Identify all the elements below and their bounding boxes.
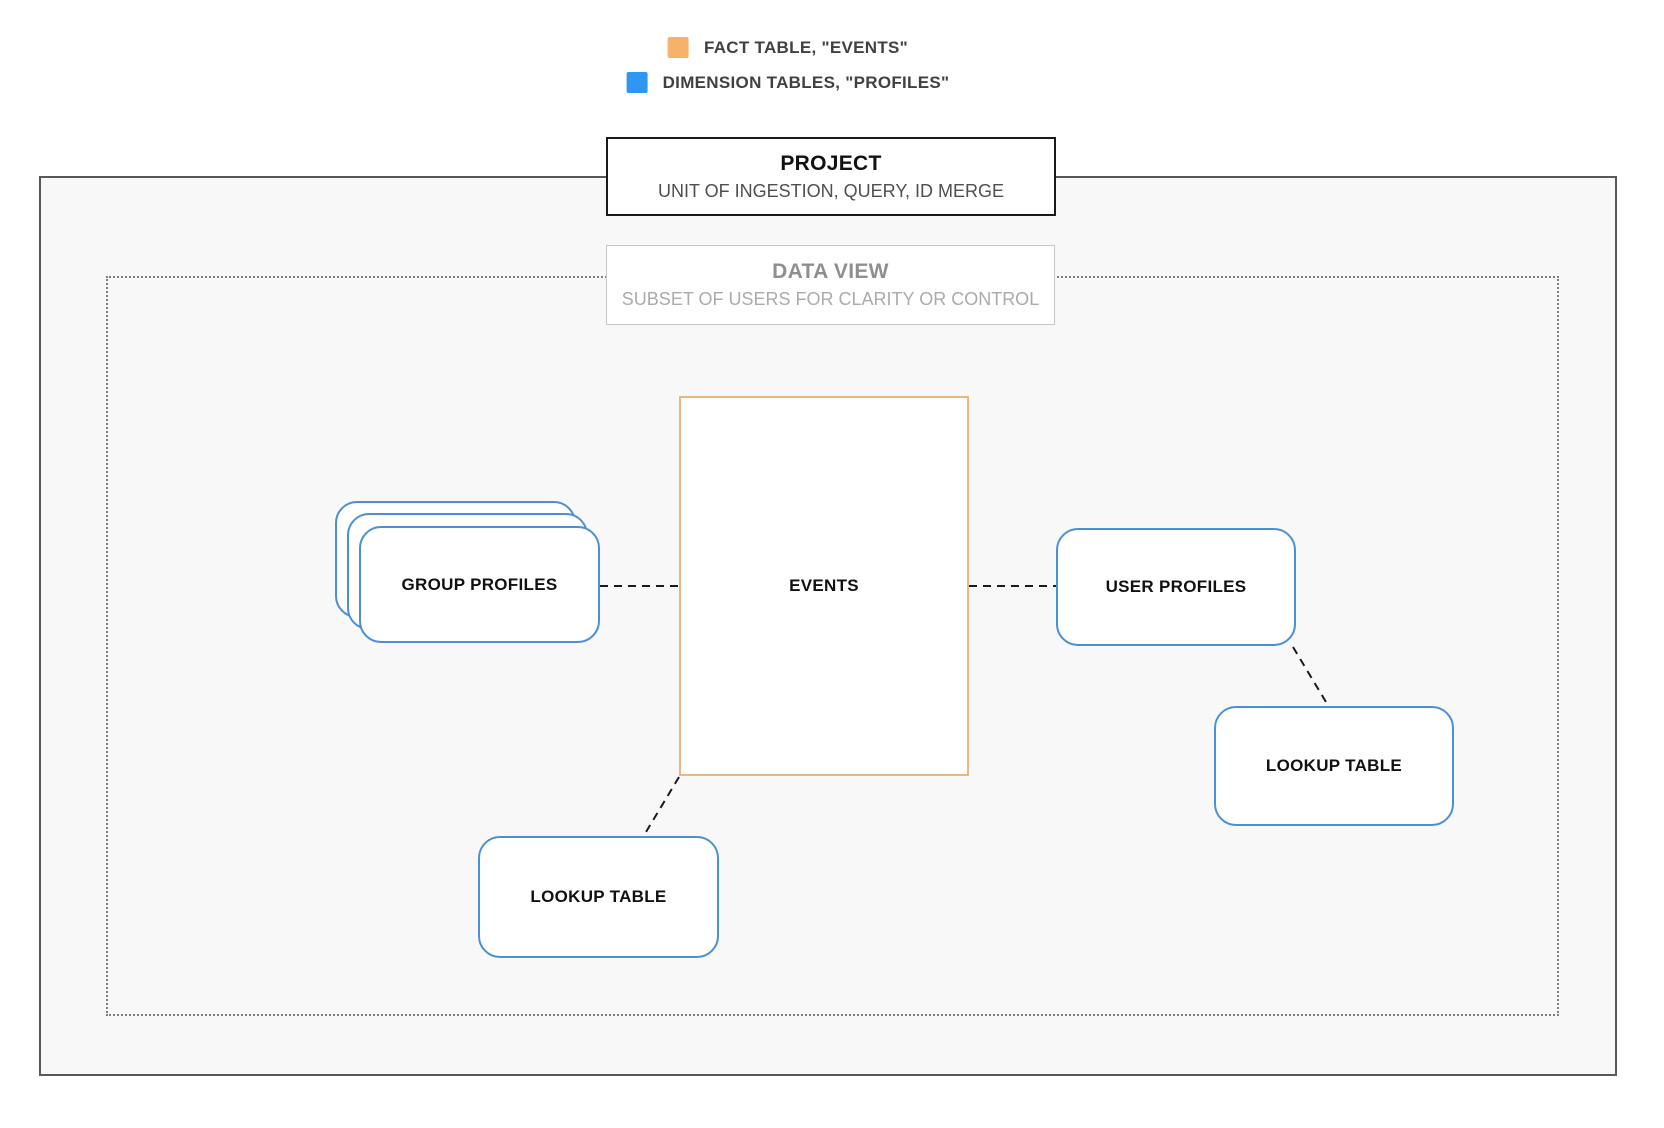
project-box: PROJECT UNIT OF INGESTION, QUERY, ID MER… xyxy=(606,137,1056,216)
legend-item-dimension-tables: DIMENSION TABLES, "PROFILES" xyxy=(626,72,950,93)
data-view-subtitle: SUBSET OF USERS FOR CLARITY OR CONTROL xyxy=(621,289,1040,309)
lookup-table-right-node: LOOKUP TABLE xyxy=(1214,706,1454,826)
user-profiles-node: USER PROFILES xyxy=(1056,528,1296,646)
events-label: EVENTS xyxy=(789,576,859,595)
dimension-tables-swatch-icon xyxy=(626,72,648,93)
events-node: EVENTS xyxy=(679,396,969,776)
group-profiles-label: GROUP PROFILES xyxy=(401,574,558,594)
legend-item-label: DIMENSION TABLES, "PROFILES" xyxy=(662,72,950,92)
group-profiles-node: GROUP PROFILES xyxy=(359,526,600,643)
user-profiles-label: USER PROFILES xyxy=(1105,577,1247,596)
project-title: PROJECT xyxy=(780,151,882,175)
lookup-table-right-label: LOOKUP TABLE xyxy=(1265,756,1403,775)
lookup-table-bottom-label: LOOKUP TABLE xyxy=(530,887,667,906)
legend-item-label: FACT TABLE, "EVENTS" xyxy=(703,37,909,57)
lookup-table-bottom-node: LOOKUP TABLE xyxy=(478,836,719,958)
data-view-box: DATA VIEW SUBSET OF USERS FOR CLARITY OR… xyxy=(606,245,1055,325)
legend-item-fact-table: FACT TABLE, "EVENTS" xyxy=(667,37,909,58)
data-view-title: DATA VIEW xyxy=(772,260,889,283)
project-subtitle: UNIT OF INGESTION, QUERY, ID MERGE xyxy=(657,180,1005,201)
fact-table-swatch-icon xyxy=(667,37,689,58)
legend: FACT TABLE, "EVENTS" DIMENSION TABLES, "… xyxy=(626,37,950,93)
